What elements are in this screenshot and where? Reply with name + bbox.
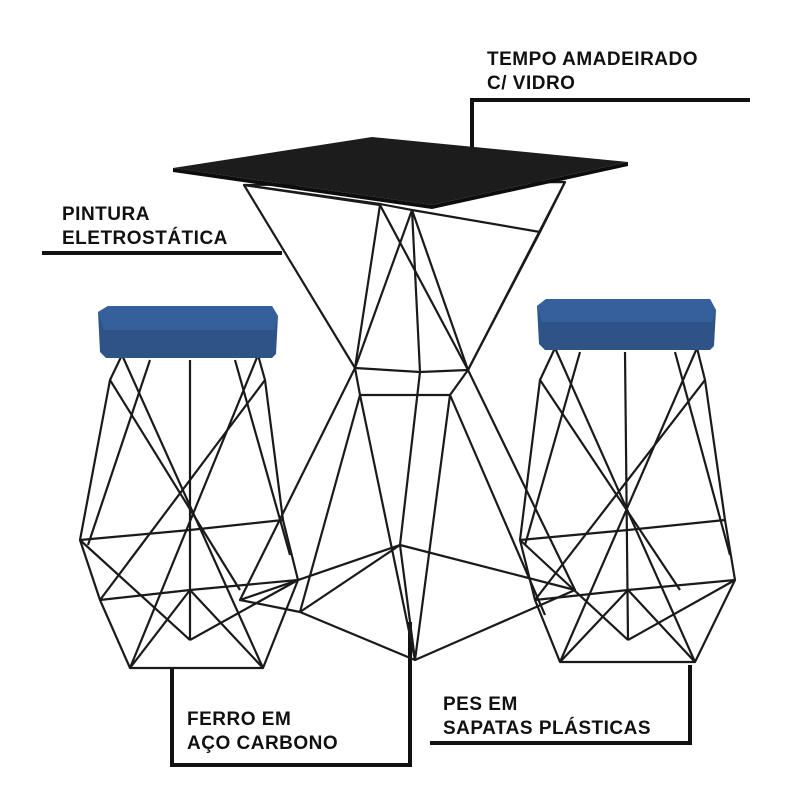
callout-ferro-line1: FERRO EM: [187, 709, 292, 730]
leader-line-tempo: [470, 98, 750, 148]
callout-pes: PES EM SAPATAS PLÁSTICAS: [443, 693, 651, 741]
table-frame: [238, 180, 577, 662]
tabletop: [173, 137, 628, 205]
right-stool-frame: [518, 347, 737, 664]
leader-line-pes: [430, 665, 692, 745]
callout-tempo-line1: TEMPO AMADEIRADO: [487, 49, 699, 70]
callout-ferro: FERRO EM AÇO CARBONO: [187, 708, 338, 756]
left-stool-cushion: [98, 306, 278, 358]
left-stool-frame: [78, 354, 300, 670]
callout-pintura-line2: ELETROSTÁTICA: [62, 228, 228, 249]
callout-pes-line1: PES EM: [443, 694, 518, 715]
callout-tempo-line2: C/ VIDRO: [487, 73, 576, 94]
callout-ferro-line2: AÇO CARBONO: [187, 733, 339, 754]
callout-pintura-line1: PINTURA: [62, 204, 150, 225]
callout-pintura: PINTURA ELETROSTÁTICA: [62, 203, 228, 251]
right-stool-cushion: [537, 299, 716, 350]
tabletop-edge: [173, 162, 628, 209]
leader-line-ferro: [170, 622, 412, 767]
leader-lines: [42, 98, 750, 767]
callout-tempo: TEMPO AMADEIRADO C/ VIDRO: [487, 48, 698, 96]
callout-pes-line2: SAPATAS PLÁSTICAS: [443, 718, 652, 739]
